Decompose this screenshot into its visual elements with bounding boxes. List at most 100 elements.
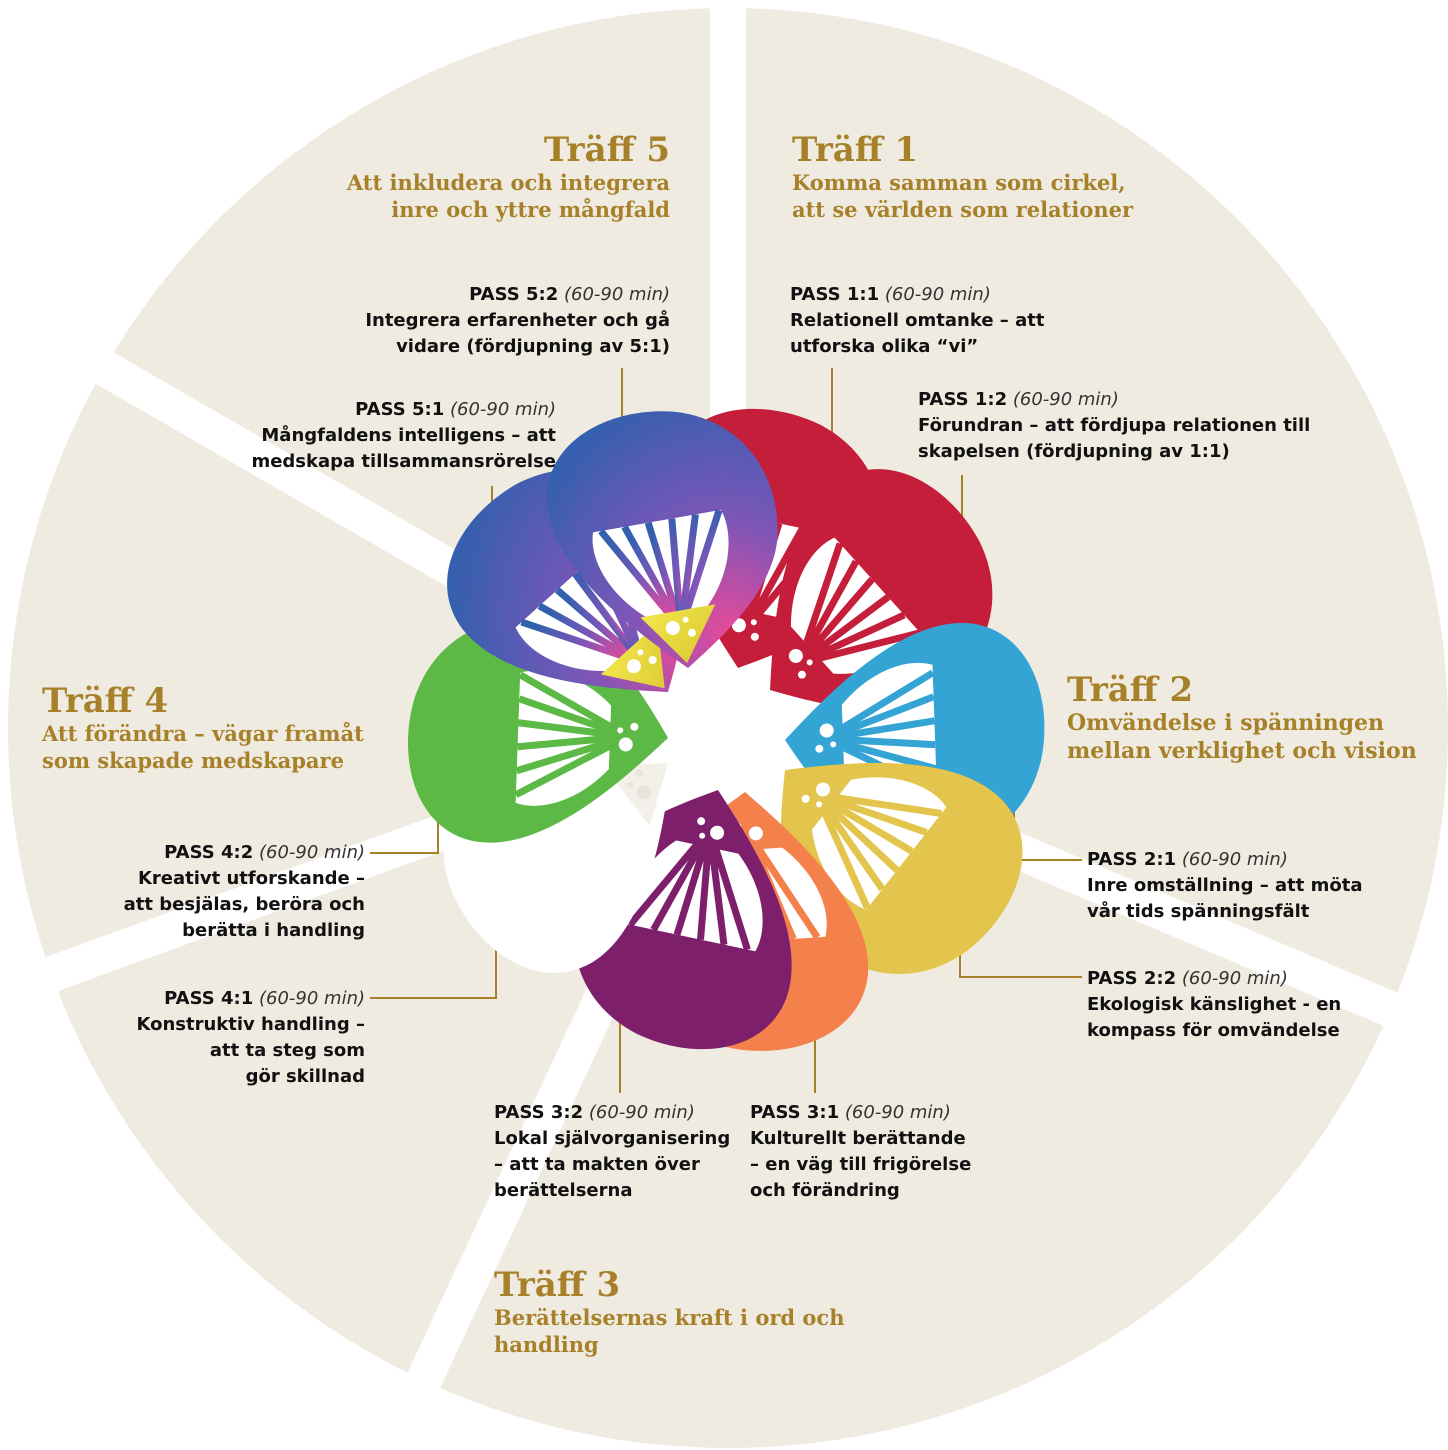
petal-white-dot xyxy=(636,785,651,800)
petal-green-spoke xyxy=(518,719,629,741)
petal-yellow-spoke xyxy=(815,791,928,836)
sector-traff-4 xyxy=(8,383,729,958)
petal-green-dot xyxy=(618,737,633,752)
petal-blue-spoke xyxy=(824,717,935,743)
petal-violet-dot xyxy=(665,621,680,636)
pass-3-2-duration: (60-90 min) xyxy=(588,1102,695,1123)
pass-3-1: PASS 3:1 (60-90 min) Kulturellt berättan… xyxy=(750,1100,1010,1204)
petal-yellow-dot xyxy=(801,794,810,803)
petal-indigo-dot xyxy=(626,659,641,674)
petal-blue-spoke xyxy=(824,735,936,749)
pass-5-2-desc-line-1: Integrera erfarenheter och gå xyxy=(365,310,670,332)
petal-red-2-tip xyxy=(773,622,839,687)
petal-purple-spoke xyxy=(650,827,713,932)
pass-4-2-desc-line-3: berätta i handling xyxy=(182,920,365,942)
pass-4-1-desc-line-2: att ta steg som xyxy=(209,1040,365,1062)
petal-violet-spoke xyxy=(621,525,685,631)
petal-purple-spoke xyxy=(627,826,713,927)
petal-red-2-dot xyxy=(806,659,813,666)
petal-white-dot xyxy=(627,781,634,788)
petal-red-2-spoke xyxy=(797,576,875,666)
pass-4-1-desc-line-1: Konstruktiv handling – xyxy=(136,1014,365,1036)
pass-1-2-desc-line-1: Förundran – att fördjupa relationen till xyxy=(918,415,1311,437)
petal-blue-spoke xyxy=(823,693,935,742)
pass-3-1-desc-line-3: och förändring xyxy=(750,1180,900,1202)
pass-1-2-duration: (60-90 min) xyxy=(1012,389,1119,410)
pass-5-2: PASS 5:2 (60-90 min) Integrera erfarenhe… xyxy=(290,282,670,360)
petal-blue-spoke xyxy=(823,669,935,742)
meeting-2-subtitle-line-1: Omvändelse i spänningen xyxy=(1067,709,1385,736)
petal-red-2-spoke xyxy=(798,629,922,667)
petal-violet-spoke xyxy=(598,528,684,631)
petal-green-spoke xyxy=(518,695,630,740)
pass-3-2-desc-line-3: berättelserna xyxy=(494,1180,633,1202)
meeting-3-subtitle-line-2: handling xyxy=(494,1331,599,1357)
petal-white-spoke xyxy=(588,783,644,903)
petal-indigo-tip xyxy=(600,623,665,689)
petal-blue-dot xyxy=(830,741,837,748)
petal-green-spoke xyxy=(517,733,629,751)
pass-1-1-duration: (60-90 min) xyxy=(884,284,991,305)
meeting-1-subtitle-line-2: att se världen som relationer xyxy=(792,196,1134,222)
petal-violet-dot xyxy=(687,628,696,637)
petal-green-spoke xyxy=(514,733,630,798)
petal-red-2-dot xyxy=(797,670,806,679)
pass-2-2-desc-line-1: Ekologisk känslighet - en xyxy=(1087,994,1342,1016)
petal-blue-dot xyxy=(815,744,824,753)
meeting-5: Träff 5 Att inkludera och integrera inre… xyxy=(268,132,670,223)
pass-4-2: PASS 4:2 (60-90 min) Kreativt utforskand… xyxy=(65,840,365,944)
pass-2-1: PASS 2:1 (60-90 min) Inre omställning – … xyxy=(1087,847,1417,925)
meeting-3-subtitle-line-1: Berättelsernas kraft i ord och xyxy=(494,1304,845,1330)
pass-4-1-desc-line-3: gör skillnad xyxy=(245,1066,365,1088)
pass-5-2-duration: (60-90 min) xyxy=(563,284,670,305)
pass-2-2: PASS 2:2 (60-90 min) Ekologisk känslighe… xyxy=(1087,966,1417,1044)
pass-3-2-desc-line-1: Lokal självorganisering xyxy=(494,1128,731,1150)
meeting-4: Träff 4 Att förändra – vägar framåt som … xyxy=(42,683,422,774)
pass-1-1-desc-line-2: utforska olika “vi” xyxy=(790,336,979,358)
meeting-1-title: Träff 1 xyxy=(792,130,919,170)
petal-red-2-spoke xyxy=(798,611,906,667)
petal-indigo-spoke xyxy=(572,571,645,665)
petal-yellow-spoke xyxy=(813,793,871,910)
petal-violet-spoke xyxy=(668,518,685,629)
petal-red-2-spoke xyxy=(796,542,844,665)
petal-indigo-spoke xyxy=(520,618,643,666)
petal-yellow-spoke xyxy=(814,791,914,855)
pass-3-2: PASS 3:2 (60-90 min) Lokal självorganise… xyxy=(494,1100,744,1204)
petal-blue-tip xyxy=(789,699,845,776)
petal-purple-spoke xyxy=(706,828,728,946)
petal-purple-dot xyxy=(699,832,706,839)
petal-violet-spoke xyxy=(677,513,699,630)
petal-red-1-dot xyxy=(750,632,759,641)
petal-yellow-spoke xyxy=(814,792,900,873)
pass-3-2-code: PASS 3:2 xyxy=(494,1102,584,1123)
pass-2-2-duration: (60-90 min) xyxy=(1181,968,1288,989)
pass-3-1-code: PASS 3:1 xyxy=(750,1102,840,1123)
pass-4-2-desc-line-1: Kreativt utforskande – xyxy=(137,868,365,890)
petal-violet xyxy=(546,411,778,668)
pass-1-1-desc-line-1: Relationell omtanke – att xyxy=(790,310,1045,332)
pass-1-2: PASS 1:2 (60-90 min) Förundran – att för… xyxy=(918,387,1338,465)
meeting-3-title: Träff 3 xyxy=(494,1265,621,1305)
petal-green-spoke xyxy=(518,671,630,740)
pass-5-1-desc-line-1: Mångfaldens intelligens – att xyxy=(261,425,556,447)
petal-white-spoke xyxy=(545,781,643,848)
pass-5-1-duration: (60-90 min) xyxy=(449,399,556,420)
petal-violet-dot xyxy=(682,616,689,623)
petal-purple-tip xyxy=(668,794,744,855)
pass-1-1-code: PASS 1:1 xyxy=(790,284,880,305)
petal-white-spoke xyxy=(574,782,644,885)
meeting-5-subtitle-line-1: Att inkludera och integrera xyxy=(346,169,670,195)
pass-1-2-code: PASS 1:2 xyxy=(918,389,1008,410)
petal-purple-spoke xyxy=(706,828,751,951)
meeting-2-title: Träff 2 xyxy=(1067,670,1194,710)
pass-5-1-desc-line-2: medskapa tillsammansrörelse xyxy=(251,451,556,473)
pass-4-2-duration: (60-90 min) xyxy=(258,842,365,863)
petal-white-spoke xyxy=(559,782,643,866)
petal-violet-spoke xyxy=(677,509,723,630)
pass-1-2-desc-line-2: skapelsen (fördjupning av 1:1) xyxy=(918,441,1230,463)
meeting-4-subtitle-line-2: som skapade medskapare xyxy=(42,747,344,773)
petal-indigo-dot xyxy=(637,649,644,656)
meeting-4-subtitle-line-1: Att förändra – vägar framåt xyxy=(42,720,364,746)
